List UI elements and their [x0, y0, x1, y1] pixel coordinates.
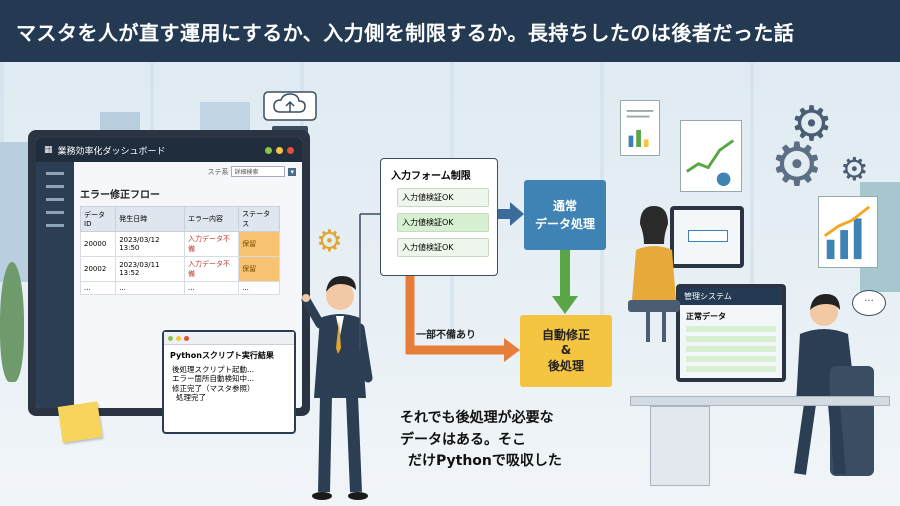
table-cell: 20000: [79, 231, 117, 257]
presenter-figure: [301, 276, 373, 500]
auto-line1: 自動修正: [541, 327, 590, 342]
document-icon: [620, 100, 660, 156]
grid-icon: ▦: [44, 145, 53, 155]
table-header: ステータス: [238, 206, 280, 232]
sidebar-item[interactable]: [46, 185, 64, 188]
popup-line: 修正完了（マスタ参照）: [172, 383, 255, 393]
sidebar-item[interactable]: [46, 211, 64, 214]
caption-line: データはある。そこ: [400, 431, 526, 448]
input-form-restriction: 入力フォーム制限 入力値検証OK 入力値検証OK 入力値検証OK: [380, 158, 498, 276]
table-cell: ...: [115, 281, 185, 295]
table-cell: ...: [183, 281, 240, 295]
caption-text: それでも後処理が必要な データはある。そこ だけPythonで吸収した: [400, 408, 640, 473]
status-filter-select[interactable]: 詳細検索: [231, 166, 286, 177]
management-screen: 管理システム 正常データ: [680, 288, 782, 378]
popup-titlebar: [164, 332, 294, 345]
popup-line: 処理完了: [176, 393, 206, 403]
status-filter-label: ステ系: [207, 167, 229, 176]
table-cell: 保留: [238, 231, 280, 257]
table-cell: ...: [238, 281, 280, 295]
table-row[interactable]: ............: [79, 281, 280, 295]
python-result-window: Pythonスクリプト実行結果 後処理スクリプト起動... エラー箇所自動検知中…: [162, 330, 296, 434]
gear-icon: ⚙: [316, 224, 343, 259]
popup-line: エラー箇所自動検知中...: [172, 374, 255, 384]
dashboard-title: 業務効率化ダッシュボード: [57, 146, 166, 157]
normal-line2: データ処理: [534, 217, 595, 231]
auto-line2: &: [560, 343, 572, 358]
window-dot-icon[interactable]: [265, 146, 272, 154]
worker-monitor: [670, 206, 744, 268]
window-dot-icon[interactable]: [276, 146, 283, 154]
table-cell: ...: [79, 281, 117, 295]
table-cell: 2023/03/11 13:52: [115, 256, 185, 282]
popup-line: 後処理スクリプト起動...: [172, 365, 255, 374]
window-dot-icon[interactable]: [287, 146, 294, 154]
desk: [630, 396, 890, 406]
bar-chart-card: [818, 196, 878, 268]
auto-fix-box: 自動修正 & 後処理: [520, 315, 612, 387]
auto-line3: 後処理: [547, 358, 584, 373]
window-dot-icon[interactable]: [184, 335, 189, 341]
window-dot-icon[interactable]: [168, 335, 173, 341]
gear-icon: ⚙: [790, 96, 834, 152]
table-cell: 入力データ不備: [183, 231, 240, 257]
management-title: 管理システム: [680, 288, 782, 305]
normal-processing-box: 通常 データ処理: [524, 180, 606, 250]
flow-title: エラー修正フロー: [80, 190, 160, 201]
table-cell: 20002: [79, 256, 117, 282]
management-monitor: 管理システム 正常データ: [676, 284, 786, 382]
plant: [0, 262, 24, 382]
sidebar-item[interactable]: [46, 224, 64, 227]
table-cell: 保留: [238, 256, 280, 282]
worker-monitor-screen: [674, 210, 740, 264]
table-cell: 入力データ不備: [183, 256, 240, 282]
caption-line: それでも後処理が必要な: [400, 410, 554, 426]
table-header: 発生日時: [115, 206, 185, 232]
gear-icon: ⚙: [770, 130, 824, 200]
speech-bubble-icon: ···: [852, 290, 886, 316]
dashboard-screen: ▦ 業務効率化ダッシュボード ステ系 詳細検索 ▾ エラー修正フロー データI: [36, 138, 302, 408]
form-row: 入力値検証OK: [397, 238, 489, 257]
chevron-down-icon[interactable]: ▾: [288, 167, 296, 176]
gear-icon: ⚙: [840, 150, 869, 188]
form-title: 入力フォーム制限: [391, 171, 471, 182]
desk-drawer: [650, 406, 710, 486]
dashboard-titlebar: ▦ 業務効率化ダッシュボード: [36, 138, 302, 162]
table-cell: 2023/03/12 13:50: [115, 231, 185, 257]
status-filter[interactable]: ステ系 詳細検索 ▾: [207, 166, 296, 177]
page-title: マスタを人が直す運用にするか、入力側を制限するか。長持ちしたのは後者だった話: [0, 0, 900, 62]
window-dot-icon[interactable]: [176, 335, 181, 341]
man-worker-figure: [794, 294, 874, 476]
normal-data-label: 正常データ: [686, 312, 726, 321]
form-row: 入力値検証OK: [397, 188, 489, 207]
sticky-note: [57, 401, 103, 443]
popup-title: Pythonスクリプト実行結果: [170, 351, 274, 360]
line-chart-card: [680, 120, 742, 192]
sidebar-item[interactable]: [46, 172, 64, 175]
dashboard-sidebar: [36, 162, 74, 408]
normal-line1: 通常: [552, 199, 577, 213]
table-header: データID: [79, 206, 117, 232]
form-row: 入力値検証OK: [397, 213, 489, 232]
table-header: エラー内容: [183, 206, 240, 232]
woman-worker-figure: [628, 206, 680, 342]
partial-defect-label: 一部不備あり: [416, 330, 476, 341]
caption-line: だけPythonで吸収した: [408, 453, 562, 470]
sidebar-item[interactable]: [46, 198, 64, 201]
